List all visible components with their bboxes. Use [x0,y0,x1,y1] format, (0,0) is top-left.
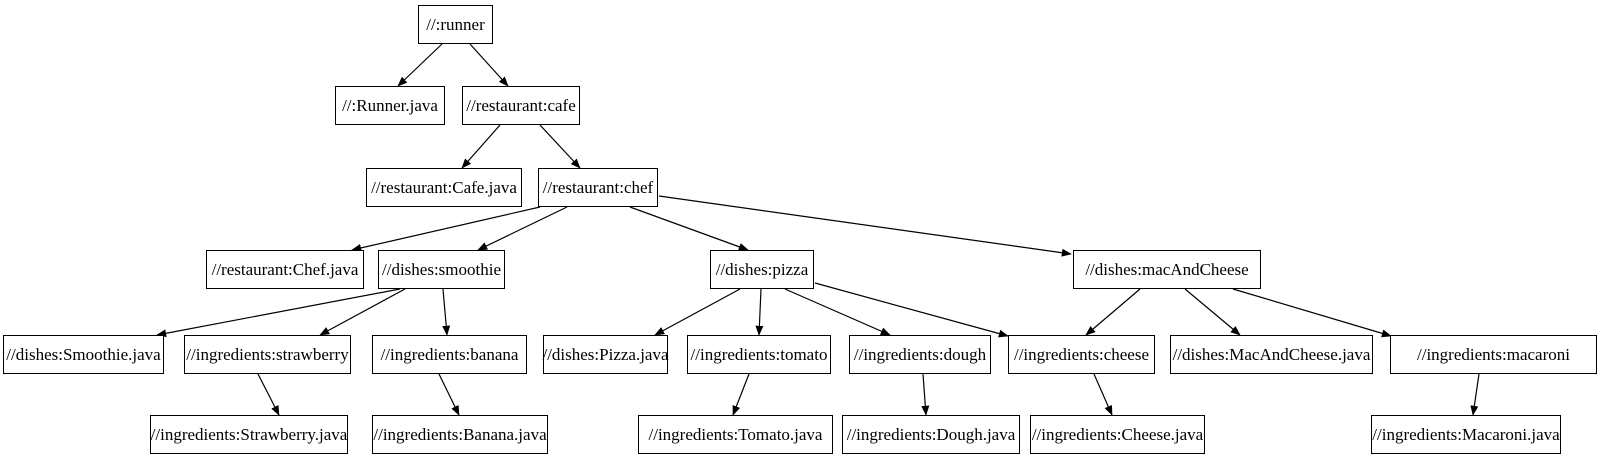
graph-node-label: //dishes:Pizza.java [542,345,669,364]
graph-node-label: //ingredients:tomato [690,345,828,364]
graph-node-label: //dishes:macAndCheese [1085,260,1249,279]
graph-node-ing_strawberry[interactable]: //ingredients:strawberry [184,335,351,374]
graph-node-label: //:Runner.java [342,96,438,115]
graph-node-label: //ingredients:dough [853,345,987,364]
graph-node-banana_java[interactable]: //ingredients:Banana.java [372,415,548,454]
graph-node-macaroni_java[interactable]: //ingredients:Macaroni.java [1371,415,1561,454]
graph-node-label: //ingredients:Macaroni.java [1372,425,1560,444]
graph-node-label: //ingredients:Strawberry.java [150,425,348,444]
graph-node-smoothie_java[interactable]: //dishes:Smoothie.java [3,335,164,374]
graph-node-label: //:runner [426,15,485,34]
graph-node-dishes_pizza[interactable]: //dishes:pizza [710,250,814,289]
graph-node-label: //ingredients:Banana.java [373,425,547,444]
graph-node-pizza_java[interactable]: //dishes:Pizza.java [542,335,669,374]
graph-node-ing_banana[interactable]: //ingredients:banana [372,335,527,374]
graph-node-label: //restaurant:chef [542,178,654,197]
graph-node-restaurant_cafe[interactable]: //restaurant:cafe [462,86,580,125]
graph-node-label: //ingredients:Tomato.java [648,425,823,444]
graph-node-label: //dishes:MacAndCheese.java [1172,345,1371,364]
graph-node-label: //ingredients:cheese [1013,345,1149,364]
graph-node-label: //ingredients:strawberry [186,345,349,364]
graph-node-ing_macaroni[interactable]: //ingredients:macaroni [1390,335,1597,374]
graph-node-label: //ingredients:banana [380,345,519,364]
graph-node-strawberry_java[interactable]: //ingredients:Strawberry.java [150,415,348,454]
graph-node-label: //ingredients:Cheese.java [1031,425,1204,444]
graph-node-cafe_java[interactable]: //restaurant:Cafe.java [366,168,522,207]
graph-node-restaurant_chef[interactable]: //restaurant:chef [538,168,658,207]
graph-node-ing_cheese[interactable]: //ingredients:cheese [1008,335,1155,374]
graph-node-ing_dough[interactable]: //ingredients:dough [849,335,991,374]
graph-node-mac_java[interactable]: //dishes:MacAndCheese.java [1170,335,1373,374]
graph-node-label: //restaurant:cafe [466,96,576,115]
graph-node-runner_java[interactable]: //:Runner.java [335,86,445,125]
graph-node-label: //ingredients:macaroni [1417,345,1570,364]
graph-node-chef_java[interactable]: //restaurant:Chef.java [206,250,364,289]
graph-node-label: //dishes:smoothie [382,260,501,279]
graph-node-dishes_smoothie[interactable]: //dishes:smoothie [378,250,505,289]
graph-node-cheese_java[interactable]: //ingredients:Cheese.java [1030,415,1205,454]
graph-node-label: //ingredients:Dough.java [846,425,1016,444]
graph-node-label: //restaurant:Chef.java [211,260,359,279]
graph-node-runner[interactable]: //:runner [418,5,493,44]
graph-node-ing_tomato[interactable]: //ingredients:tomato [687,335,831,374]
graph-node-label: //dishes:pizza [715,260,809,279]
graph-node-label: //restaurant:Cafe.java [371,178,517,197]
graph-node-dough_java[interactable]: //ingredients:Dough.java [842,415,1020,454]
graph-node-label: //dishes:Smoothie.java [6,345,161,364]
graph-node-dishes_mac[interactable]: //dishes:macAndCheese [1073,250,1261,289]
graph-node-tomato_java[interactable]: //ingredients:Tomato.java [638,415,833,454]
